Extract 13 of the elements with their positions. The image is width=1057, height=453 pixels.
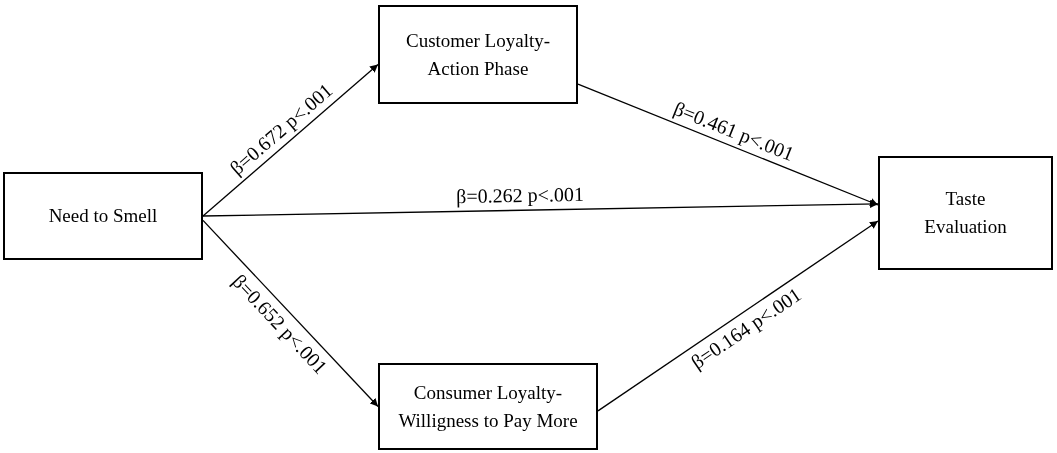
arrow [202,200,879,217]
arrow [202,63,379,217]
variable-box [878,156,1053,270]
variable-box [378,363,598,450]
variable-box [378,5,578,104]
box-text: Need to Smell [48,204,158,229]
arrow [577,83,879,206]
box-text: Consumer Loyalty- Willigness to Pay More [397,380,579,433]
arrow [597,220,879,412]
variable-box [3,172,203,260]
box-text: Customer Loyalty- Action Phase [404,28,552,81]
arrow [202,219,379,408]
box-text: Taste Evaluation [923,187,1008,239]
